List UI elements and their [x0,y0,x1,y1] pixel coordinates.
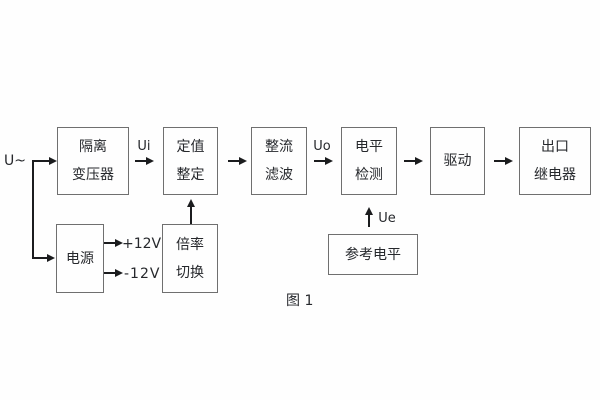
block-ratio-switch: 倍率 切换 [162,224,218,293]
signal-label-ue: Ue [378,211,396,226]
input-signal-label: U~ [4,153,26,169]
line-drive-to-relay [494,160,505,162]
block-isolation-transformer: 隔离 变压器 [57,127,129,195]
block-label: 隔离 [79,139,107,155]
block-label: 滤波 [265,167,293,183]
line-input-to-transformer [33,160,49,162]
signal-label-ui: Ui [137,139,151,154]
arrowhead-power-plus12v-icon [115,239,123,247]
arrowhead-input-to-power-icon [47,254,55,262]
arrowhead-setting-to-rectifier-icon [239,157,247,165]
block-label: 参考电平 [345,246,401,263]
line-rectifier-to-detection [314,160,325,162]
block-label: 电平 [355,139,383,155]
line-reference-to-detection [368,214,370,227]
block-label: 倍率 [176,236,204,253]
block-label: 整定 [176,167,205,183]
block-label: 继电器 [534,167,576,183]
block-label: 检测 [355,167,383,183]
signal-label-uo: Uo [313,139,331,154]
line-setting-to-rectifier [228,160,239,162]
line-input-branch-vertical [32,160,34,259]
arrowhead-reference-to-detection-icon [365,207,373,215]
block-label: 出口 [541,139,569,155]
arrowhead-power-minus12v-icon [115,269,123,277]
arrowhead-rectifier-to-detection-icon [325,157,333,165]
power-label-minus12v: -12V [124,266,161,282]
arrowhead-transformer-to-setting-icon [146,157,154,165]
line-transformer-to-setting [135,160,146,162]
block-power-supply: 电源 [56,224,104,293]
block-rectifier-filter: 整流 滤波 [251,127,307,195]
line-ratio-to-setting [190,206,192,224]
block-label: 变压器 [72,167,114,183]
block-label: 驱动 [443,153,472,169]
block-drive: 驱动 [430,127,485,195]
block-output-relay: 出口 继电器 [519,127,591,195]
block-label: 电源 [66,250,94,267]
arrowhead-input-to-transformer-icon [49,157,57,165]
line-power-plus12v [104,242,116,244]
block-setting: 定值 整定 [163,127,218,195]
block-level-detection: 电平 检测 [341,127,397,195]
arrowhead-detection-to-drive-icon [415,157,423,165]
arrowhead-ratio-to-setting-icon [187,199,195,207]
arrowhead-drive-to-relay-icon [505,157,513,165]
block-label: 切换 [176,264,204,281]
figure-caption: 图 1 [286,293,314,309]
line-detection-to-drive [404,160,415,162]
power-label-plus12v: +12V [122,236,162,252]
line-input-to-power [33,257,47,259]
block-label: 定值 [176,139,205,155]
block-label: 整流 [265,139,293,155]
block-reference-level: 参考电平 [328,234,418,275]
line-power-minus12v [104,272,116,274]
